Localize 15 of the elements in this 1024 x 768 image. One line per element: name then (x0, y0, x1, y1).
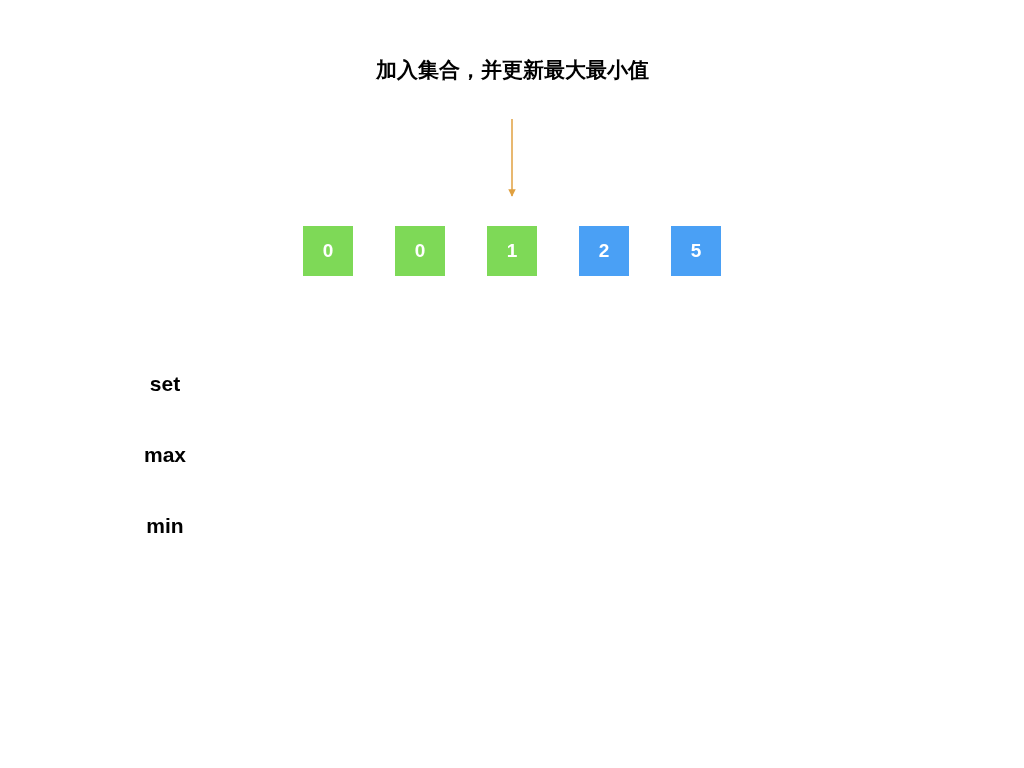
row-label: max (143, 443, 187, 467)
array-cell (671, 226, 721, 276)
pointer-arrow (508, 118, 516, 197)
cell-value: 5 (690, 240, 702, 262)
array-cell (487, 226, 537, 276)
array-cell (579, 226, 629, 276)
row-label: min (145, 514, 185, 538)
cell-value: 0 (322, 240, 334, 262)
cell-value: 1 (506, 240, 518, 262)
heading: 加入集合，并更新最大最小值 (374, 57, 650, 84)
row-label: set (148, 372, 182, 396)
cell-value: 2 (598, 240, 610, 262)
cell-value: 0 (414, 240, 426, 262)
array-cell (395, 226, 445, 276)
array-cell (303, 226, 353, 276)
